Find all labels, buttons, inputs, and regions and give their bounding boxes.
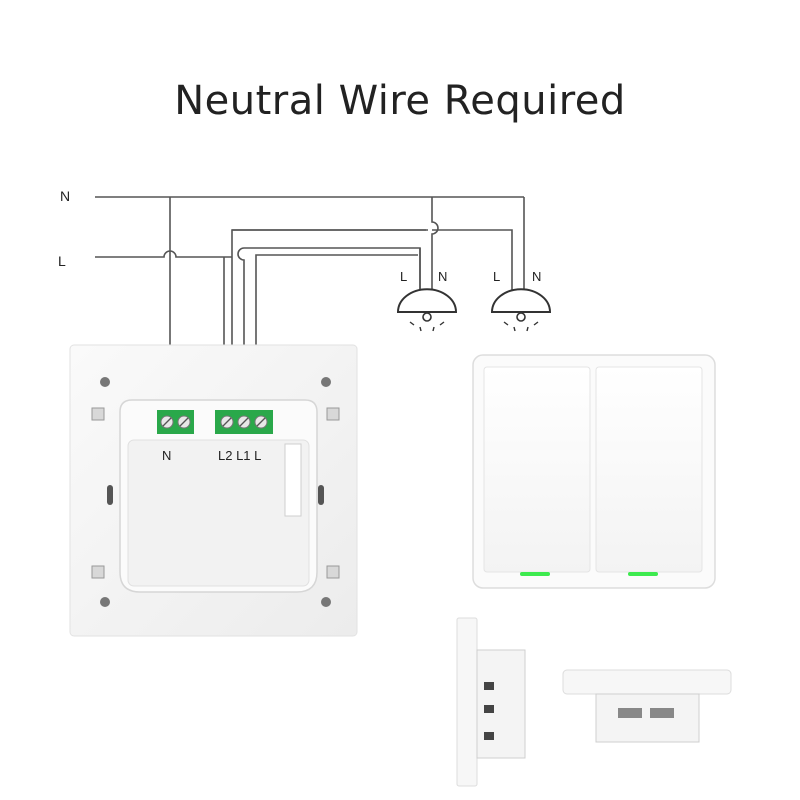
switch-bottom-view	[562, 669, 732, 743]
lamp2-live-label: L	[493, 269, 500, 284]
live-supply-label: L	[58, 253, 66, 269]
wall-switch-front-view	[472, 354, 716, 589]
led-indicator-right	[628, 572, 658, 576]
lamp2-live-wire	[432, 229, 513, 292]
live-supply-wire	[95, 250, 232, 258]
lamp1-live-label: L	[400, 269, 407, 284]
lamp2-neutral-label: N	[532, 269, 541, 284]
l2-output-wire	[237, 247, 421, 415]
page-title: Neutral Wire Required	[174, 78, 626, 124]
lamp1-neutral-label: N	[438, 269, 447, 284]
switch-side-view	[456, 617, 526, 787]
lamp1-neutral-wire	[431, 197, 439, 292]
wall-switch-back-view: N L2 L1 L	[69, 344, 358, 637]
led-indicator-left	[520, 572, 550, 576]
terminal-neutral-label: N	[162, 448, 171, 463]
lamp-icon: L N	[396, 269, 458, 332]
terminal-output-labels: L2 L1 L	[218, 448, 261, 463]
lamp-icon: L N	[490, 269, 552, 332]
neutral-supply-label: N	[60, 188, 70, 204]
